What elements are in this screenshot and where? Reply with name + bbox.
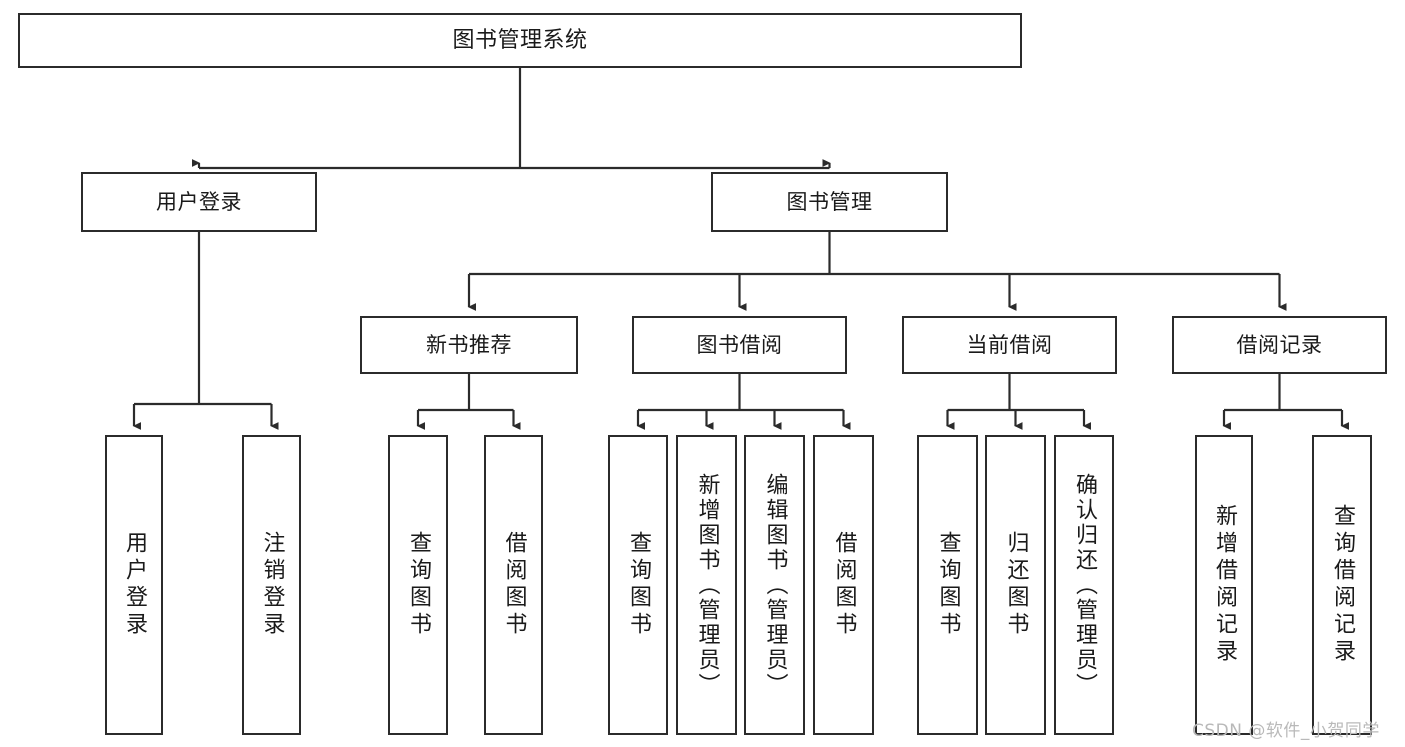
- node-leaf-logout[interactable]: 注销登录: [242, 435, 301, 735]
- node-leaf-query-book-1-label: 查询图书: [406, 531, 431, 639]
- node-book-borrow[interactable]: 图书借阅: [632, 316, 847, 374]
- node-borrow-record-label: 借阅记录: [1236, 332, 1323, 357]
- node-leaf-borrow-book-1-label: 借阅图书: [501, 531, 527, 639]
- node-leaf-edit-book-label: 编辑图书（管理员）: [762, 472, 788, 698]
- node-leaf-edit-book[interactable]: 编辑图书（管理员）: [744, 435, 805, 735]
- node-user-login-label: 用户登录: [156, 189, 242, 214]
- node-new-book-recommend-label: 新书推荐: [426, 332, 512, 357]
- node-leaf-borrow-book-2-label: 借阅图书: [831, 531, 857, 639]
- node-borrow-record[interactable]: 借阅记录: [1172, 316, 1387, 374]
- node-leaf-query-book-3[interactable]: 查询图书: [917, 435, 978, 735]
- node-book-manage[interactable]: 图书管理: [711, 172, 948, 232]
- node-leaf-confirm-return-label: 确认归还（管理员）: [1072, 472, 1097, 698]
- node-leaf-add-book[interactable]: 新增图书（管理员）: [676, 435, 737, 735]
- node-book-manage-label: 图书管理: [786, 189, 873, 214]
- node-leaf-borrow-book-1[interactable]: 借阅图书: [484, 435, 543, 735]
- node-user-login[interactable]: 用户登录: [81, 172, 317, 232]
- node-new-book-recommend[interactable]: 新书推荐: [360, 316, 578, 374]
- node-book-borrow-label: 图书借阅: [696, 332, 783, 357]
- node-leaf-query-book-3-label: 查询图书: [935, 531, 961, 639]
- node-leaf-logout-label: 注销登录: [259, 531, 285, 639]
- node-leaf-query-record-label: 查询借阅记录: [1330, 504, 1355, 666]
- node-leaf-user-login[interactable]: 用户登录: [105, 435, 163, 735]
- node-leaf-add-record-label: 新增借阅记录: [1212, 504, 1237, 666]
- node-leaf-query-book-2-label: 查询图书: [626, 531, 651, 639]
- csdn-watermark: CSDN @软件_小贺同学: [1192, 721, 1380, 741]
- node-root[interactable]: 图书管理系统: [18, 13, 1022, 68]
- node-leaf-add-book-label: 新增图书（管理员）: [694, 472, 720, 698]
- node-root-label: 图书管理系统: [452, 27, 588, 53]
- node-leaf-query-record[interactable]: 查询借阅记录: [1312, 435, 1372, 735]
- node-leaf-return-book-label: 归还图书: [1003, 531, 1029, 639]
- node-leaf-user-login-label: 用户登录: [122, 531, 147, 639]
- node-leaf-return-book[interactable]: 归还图书: [985, 435, 1046, 735]
- node-current-borrow[interactable]: 当前借阅: [902, 316, 1117, 374]
- node-leaf-query-book-2[interactable]: 查询图书: [608, 435, 668, 735]
- node-leaf-confirm-return[interactable]: 确认归还（管理员）: [1054, 435, 1114, 735]
- node-current-borrow-label: 当前借阅: [966, 332, 1053, 357]
- node-leaf-borrow-book-2[interactable]: 借阅图书: [813, 435, 874, 735]
- node-leaf-query-book-1[interactable]: 查询图书: [388, 435, 448, 735]
- node-leaf-add-record[interactable]: 新增借阅记录: [1195, 435, 1253, 735]
